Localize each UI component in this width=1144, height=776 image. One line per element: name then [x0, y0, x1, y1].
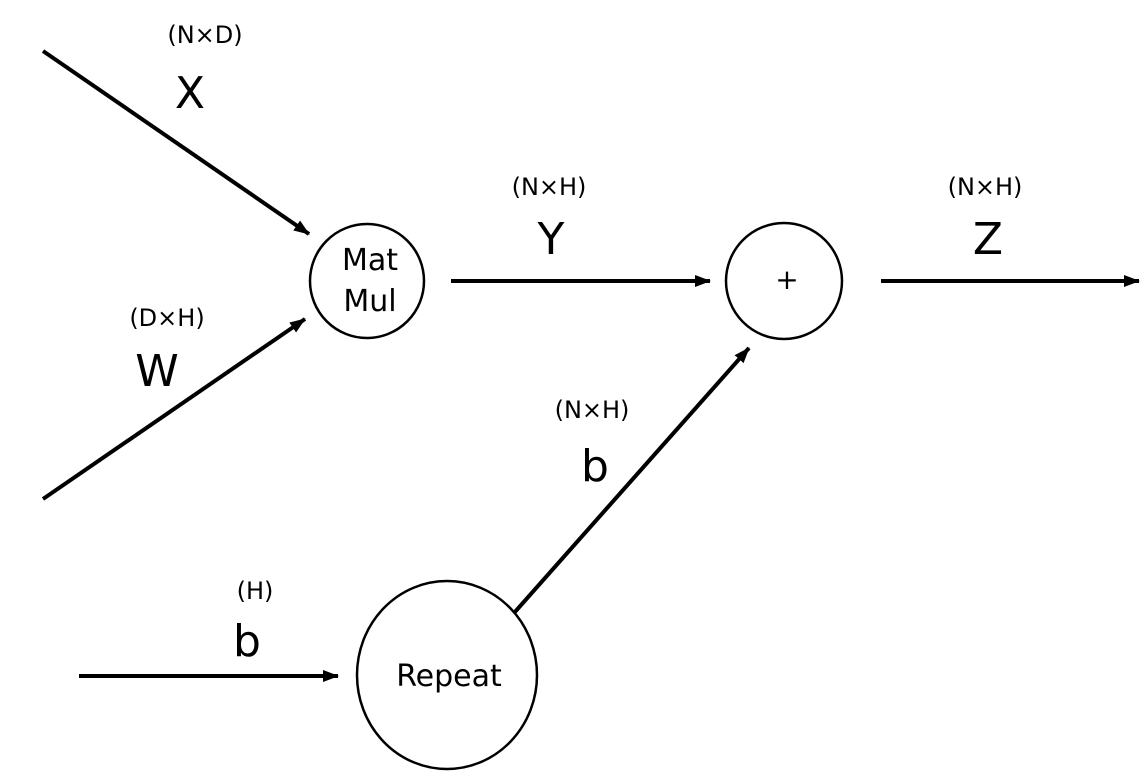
x-shape-label: (N×D) [167, 21, 242, 49]
b-repeated-edge-arrow [512, 346, 751, 615]
b-repeated-shape-label: (N×H) [555, 396, 630, 424]
repeat-node: Repeat [355, 579, 539, 771]
z-var-label: Z [973, 214, 1003, 265]
matmul-label-line1: Mat [342, 243, 398, 278]
w-input-arrow [41, 317, 307, 501]
b-input-var-label: b [233, 616, 261, 667]
x-input-arrow [41, 49, 311, 236]
matmul-label-line2: Mul [343, 284, 396, 319]
add-node: + [724, 221, 844, 341]
b-repeated-var-label: b [581, 441, 609, 492]
add-label: + [775, 263, 798, 296]
matmul-node: Mat Mul [308, 222, 426, 340]
z-shape-label: (N×H) [948, 173, 1023, 201]
y-var-label: Y [537, 214, 565, 265]
y-shape-label: (N×H) [512, 173, 587, 201]
repeat-label: Repeat [396, 659, 502, 694]
w-shape-label: (D×H) [129, 304, 204, 332]
w-var-label: W [135, 346, 179, 397]
b-input-shape-label: (H) [237, 577, 274, 605]
x-var-label: X [175, 68, 205, 119]
